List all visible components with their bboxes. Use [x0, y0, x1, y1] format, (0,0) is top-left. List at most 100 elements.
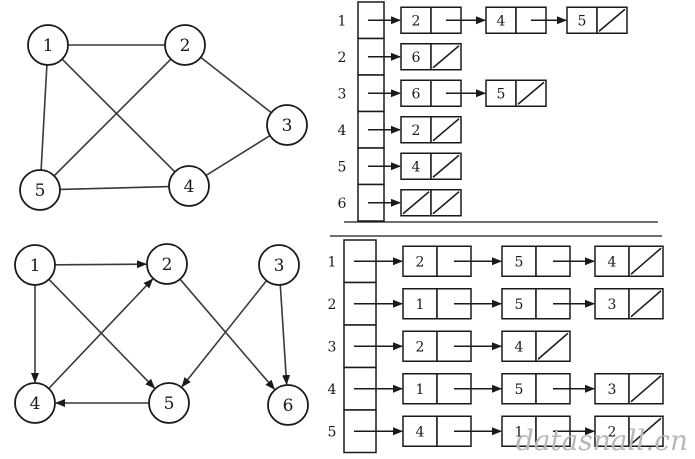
undirected-graph: 1 2 3 4 5	[19, 24, 308, 211]
list2-data-value: 1	[515, 424, 524, 440]
list2-data-value: 4	[608, 254, 617, 270]
list2-data-value: 3	[608, 382, 617, 398]
graph2-node-label: 6	[283, 396, 294, 416]
graph2-node-label: 4	[30, 394, 41, 414]
graph1-edge-1-5	[40, 64, 48, 171]
list1-null-slash	[432, 191, 460, 215]
list2-data-value: 5	[515, 254, 524, 270]
adjacency-list-top: 1 2 4 5 2 6 3 6 5 4 2 5 4 6	[338, 1, 658, 223]
list1-null-slash	[517, 81, 545, 105]
list2-row-label: 4	[328, 382, 337, 398]
graph2-node-2	[146, 243, 188, 285]
list1-null-slash	[432, 118, 460, 142]
list1-data-cell	[400, 6, 432, 34]
watermark-text: datasnall.cn	[516, 424, 688, 457]
list1-head-cell	[357, 183, 385, 222]
list2-row-label: 2	[328, 297, 337, 313]
list2-data-value: 1	[416, 297, 425, 313]
graph1-node-3	[266, 104, 308, 146]
list1-data-cell	[400, 116, 432, 144]
graph2-node-3	[258, 244, 300, 286]
list1-data-value: 2	[412, 13, 421, 29]
list1-data-cell	[485, 79, 517, 107]
list2-data-cell	[501, 288, 537, 320]
list1-data-cell	[400, 43, 432, 71]
list1-data-cell	[485, 6, 517, 34]
directed-graph: 1 2 3 4 5 6	[14, 243, 309, 426]
list1-null-slash	[598, 8, 626, 32]
list2-null-slash	[630, 417, 662, 445]
graph1-node-4	[168, 165, 210, 207]
list2-data-value: 2	[416, 339, 425, 355]
list2-null-slash	[630, 375, 662, 403]
list1-null-slash	[432, 154, 460, 178]
list2-row-label: 1	[328, 254, 337, 270]
list1-data-value: 2	[412, 123, 421, 139]
list1-data-value: 5	[578, 13, 587, 29]
graph1-edge-2-3	[200, 56, 272, 114]
graph1-node-1	[27, 24, 69, 66]
graph2-edge-3-6	[279, 284, 291, 386]
graph2-node-6	[267, 384, 309, 426]
graph2-node-label: 5	[164, 394, 175, 414]
graph1-edge-3-4	[205, 134, 271, 177]
list1-row-label: 2	[338, 50, 347, 66]
list2-data-value: 4	[515, 339, 524, 355]
graph2-node-1	[14, 244, 56, 286]
list2-data-value: 3	[608, 297, 617, 313]
graph2-node-5	[148, 382, 190, 424]
graph2-node-4	[14, 382, 56, 424]
graph2-node-label: 3	[274, 256, 285, 276]
list1-row-label: 3	[338, 86, 347, 102]
list1-row-label: 1	[338, 13, 347, 29]
list2-null-slash	[630, 247, 662, 275]
graph1-node-5	[19, 169, 61, 211]
list2-data-value: 5	[515, 382, 524, 398]
graph1-node-label: 3	[282, 116, 293, 136]
graph1-edge-2-5	[53, 58, 172, 177]
list2-data-cell	[594, 415, 630, 447]
list2-data-cell	[594, 245, 630, 277]
list1-data-value: 6	[412, 86, 421, 102]
graph1-node-label: 1	[43, 36, 54, 56]
list2-data-cell	[501, 330, 537, 362]
list2-data-cell	[501, 245, 537, 277]
list1-data-value: 5	[497, 86, 506, 102]
graph1-node-label: 2	[180, 36, 191, 56]
graph2-node-label: 2	[162, 255, 173, 275]
list2-null-slash	[537, 332, 569, 360]
graph1-node-2	[164, 24, 206, 66]
list2-data-cell	[402, 373, 438, 405]
graph2-edge-2-6	[179, 278, 275, 390]
list2-null-slash	[630, 290, 662, 318]
list1-row-label: 4	[338, 123, 347, 139]
list2-data-value: 2	[416, 254, 425, 270]
list2-data-value: 2	[608, 424, 617, 440]
graph2-node-label: 1	[30, 256, 41, 276]
list1-row-label: 5	[338, 159, 347, 175]
graph2-edge-3-5	[181, 280, 268, 388]
list1-data-value: 6	[412, 50, 421, 66]
list1-null-slash	[402, 191, 430, 215]
graph1-node-label: 4	[184, 177, 195, 197]
list1-null-slash	[432, 45, 460, 69]
list2-data-cell	[402, 245, 438, 277]
list2-data-cell	[402, 288, 438, 320]
list2-data-cell	[402, 330, 438, 362]
list2-data-value: 1	[416, 382, 425, 398]
graph1-edge-1-4	[61, 58, 176, 173]
graph1-node-label: 5	[35, 181, 46, 201]
list2-data-cell	[501, 415, 537, 447]
list2-row-label: 3	[328, 339, 337, 355]
list1-data-value: 4	[497, 13, 506, 29]
list1-row-label: 6	[338, 196, 347, 212]
list2-row-label: 5	[328, 424, 337, 440]
graph2-edge-4-2	[48, 278, 154, 390]
list2-data-value: 5	[515, 297, 524, 313]
graph2-edge-1-2	[54, 260, 148, 269]
list2-data-value: 4	[416, 424, 425, 440]
list1-data-value: 4	[412, 159, 421, 175]
adjacency-list-bottom: 1 2 5 4 2 1 5 3 3 2 4 4 1 5 3 5 4 1 2	[328, 235, 664, 454]
graph1-edge-5-4	[59, 185, 170, 191]
